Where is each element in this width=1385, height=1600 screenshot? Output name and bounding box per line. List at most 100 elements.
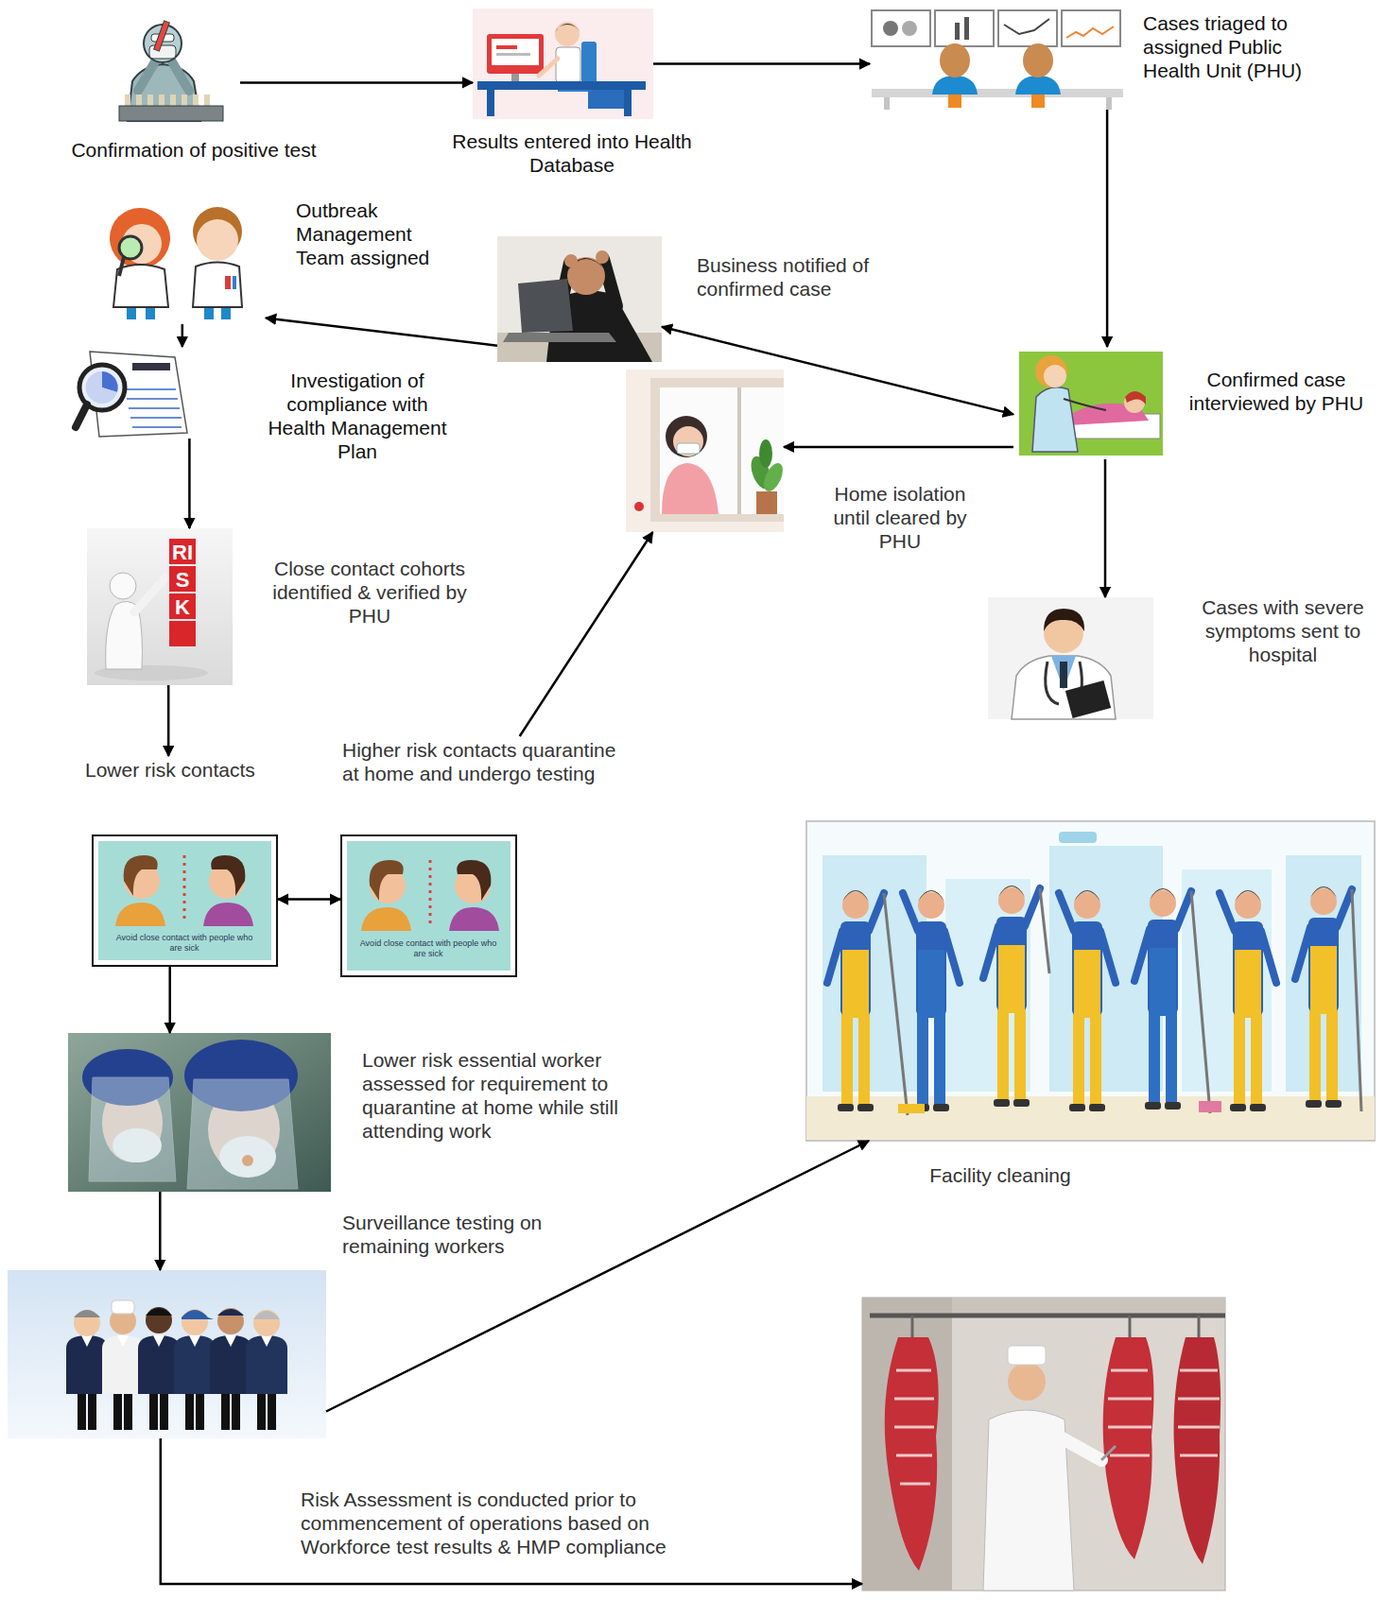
triage-monitoring-illustration: [998, 10, 1057, 47]
ppe-workers-photo: [187, 1079, 298, 1190]
database-entry-illustration: [538, 58, 558, 76]
meat-processing-illustration: [1197, 1315, 1201, 1341]
database-entry-illustration: [491, 38, 539, 66]
triage-monitoring-illustration: [934, 10, 994, 47]
step-box: Cases with severe symptoms sent to hospi…: [987, 597, 1154, 720]
meat-processing-illustration: [862, 1298, 1226, 1592]
text-node: Higher risk contacts quarantine at home …: [340, 736, 630, 788]
triage-monitoring-illustration: [932, 75, 978, 95]
triage-monitoring-illustration: [871, 88, 1124, 98]
phu-interview-illustration: [1035, 355, 1068, 388]
database-entry-illustration: [554, 23, 581, 33]
arrow-connector: [265, 317, 498, 346]
arrow-connector: [783, 446, 1014, 450]
workforce-illustration: [173, 1335, 216, 1431]
triage-monitoring-illustration: [1015, 75, 1061, 95]
facility-cleaning-illustration: [1351, 889, 1362, 1112]
database-entry-illustration: [486, 34, 544, 74]
distancing-icon: [361, 907, 412, 932]
step-label: Cases with severe symptoms sent to hospi…: [1194, 595, 1371, 667]
compliance-report-illustration: [75, 351, 188, 437]
database-entry-illustration: [588, 89, 624, 109]
phu-interview-illustration: [1063, 398, 1107, 411]
triage-monitoring-illustration: [1022, 43, 1054, 78]
step-box: Confirmation of positive test: [102, 15, 241, 128]
database-entry-illustration: [496, 45, 518, 50]
home-isolation-illustration: [665, 415, 708, 458]
distancing-icon: [456, 860, 491, 901]
step-box: Results entered into Health Database: [472, 8, 654, 120]
database-entry-illustration: [486, 89, 495, 117]
step-label: Investigation of compliance with Health …: [262, 368, 452, 464]
workforce-illustration: [66, 1335, 108, 1431]
meat-processing-illustration: [1103, 1337, 1155, 1560]
hospital-doctor-illustration: [987, 597, 1154, 720]
outbreak-team-illustration: [109, 207, 171, 269]
arrow-connector: [277, 898, 341, 901]
workforce-illustration: [181, 1310, 214, 1320]
facility-cleaning-illustration: [822, 855, 927, 1092]
workforce-illustration: [102, 1335, 144, 1431]
database-entry-illustration: [511, 73, 520, 82]
workforce-illustration: [73, 1310, 101, 1337]
node-text: Lower risk contacts: [85, 758, 256, 782]
home-isolation-illustration: [634, 502, 644, 512]
lab-technician-illustration: [119, 20, 224, 122]
workforce-illustration: [209, 1335, 252, 1431]
step-box: Facility cleaning: [806, 821, 1375, 1142]
step-label: Surveillance testing on remaining worker…: [342, 1211, 558, 1259]
stressed-business-owner-illustration: [603, 259, 617, 307]
triage-monitoring-illustration: [1004, 18, 1050, 35]
arrow-connector: [326, 1141, 869, 1413]
facility-cleaning-illustration: [883, 893, 908, 1116]
text-node: Lower risk contacts: [83, 756, 258, 784]
distancing-icon: [346, 841, 511, 971]
step-label: Cases triaged to assigned Public Health …: [1142, 11, 1325, 83]
outbreak-team-illustration: [232, 276, 237, 290]
home-isolation-illustration: [625, 369, 784, 533]
risk-block-letters: RISK: [172, 538, 193, 622]
risk-illustration: [109, 572, 137, 600]
meat-processing-illustration: [884, 1337, 939, 1572]
hospital-doctor-illustration: [1043, 608, 1085, 632]
distancing-icon: [346, 841, 511, 971]
ppe-workers-photo: [68, 1033, 331, 1193]
workforce-illustration: [253, 1311, 280, 1320]
distancing-icon: [183, 855, 187, 922]
distancing-icon: [98, 841, 272, 961]
stressed-business-owner-illustration: [497, 236, 662, 363]
arrow-connector: [158, 1192, 162, 1271]
meat-processing-illustration: [1101, 1446, 1116, 1461]
distancing-icon: [369, 860, 404, 901]
step-label: Confirmed case interviewed by PHU: [1181, 367, 1371, 416]
compliance-report-illustration: [132, 363, 171, 371]
lab-technician-illustration: [154, 20, 171, 52]
arrow-connector: [1106, 109, 1109, 347]
distancing-icon: [203, 902, 254, 927]
stressed-business-owner-illustration: [564, 254, 578, 268]
step-box: Home isolation until cleared by PHU: [625, 369, 784, 533]
phu-interview-illustration: [1032, 387, 1078, 452]
workforce-illustration: [245, 1335, 288, 1431]
arrow-connector: [160, 1438, 863, 1585]
facility-cleaning-illustration: [1198, 1101, 1222, 1113]
step-label: Facility cleaning: [905, 1163, 1095, 1188]
home-isolation-illustration: [673, 426, 704, 457]
risk-illustration: [169, 621, 196, 647]
meat-processing-illustration: [1058, 1436, 1102, 1461]
triage-monitoring-illustration: [883, 97, 890, 110]
arrow-connector: [653, 62, 870, 66]
distancing-icon: [123, 855, 158, 897]
step-box: Outbreak Management Team assigned: [102, 198, 266, 325]
triage-monitoring-illustration: [939, 43, 970, 78]
meat-processing-illustration: [1128, 1315, 1132, 1341]
home-isolation-illustration: [650, 378, 784, 522]
facility-cleaning-illustration: [1058, 890, 1116, 1112]
triage-monitoring-illustration: [1066, 26, 1114, 38]
phu-interview-illustration: [1043, 364, 1067, 388]
workforce-illustration: [145, 1307, 173, 1334]
meat-processing-illustration: [862, 1298, 1226, 1592]
facility-cleaning-illustration: [983, 885, 1040, 1108]
